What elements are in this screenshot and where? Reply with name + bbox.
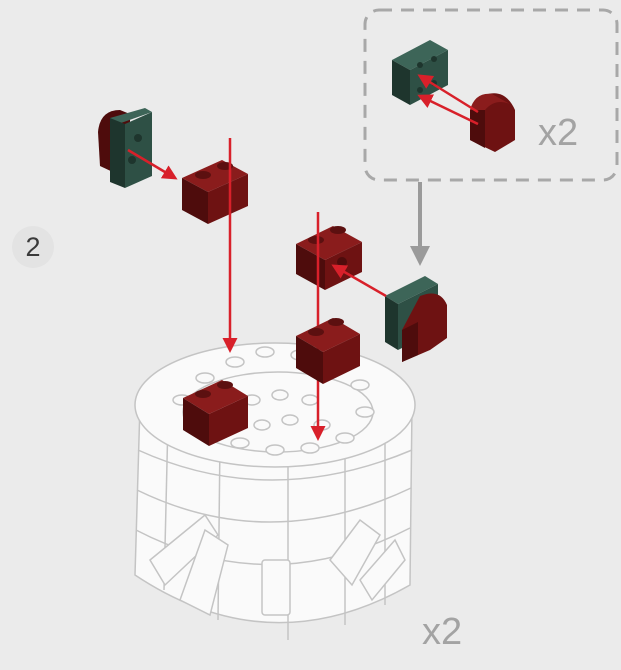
step-number-badge: 2 <box>12 226 54 268</box>
build-multiplier: x2 <box>422 611 462 654</box>
door <box>262 560 290 615</box>
left-green-plate-tile <box>98 108 152 188</box>
right-green-plate-tile <box>385 276 447 362</box>
brick-right-upper <box>296 226 362 290</box>
brick-top-left <box>182 160 248 224</box>
callout-green-plate <box>392 40 448 105</box>
subassembly-multiplier: x2 <box>538 112 578 155</box>
subassembly-callout <box>365 10 617 180</box>
base-model <box>135 343 415 640</box>
step-number: 2 <box>25 232 40 263</box>
